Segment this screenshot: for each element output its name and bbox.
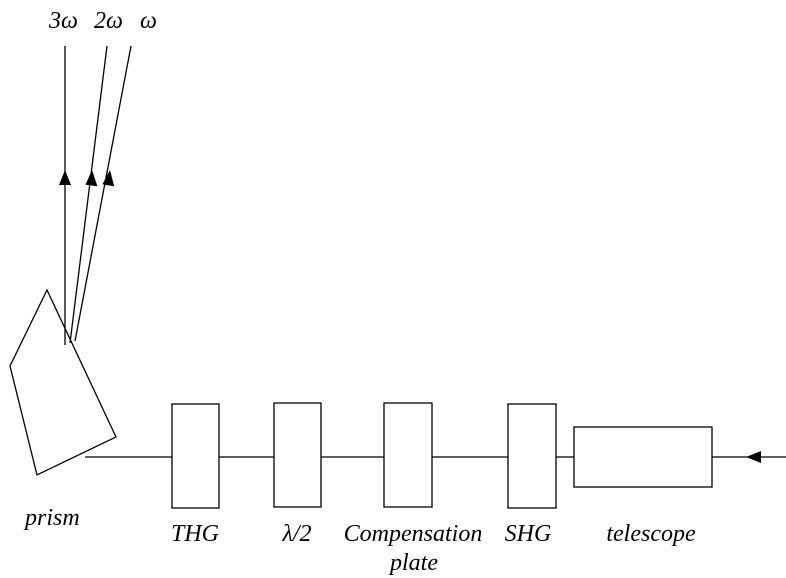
telescope-box [573,426,713,488]
label-prism: prism [25,505,80,531]
half-wave-plate [273,402,322,508]
arrow-input [746,451,761,463]
label-2w: 2ω [94,8,123,34]
label-shg: SHG [504,521,552,547]
thg-crystal [171,403,220,509]
label-half-wave: λ/2 [282,521,312,547]
label-w: ω [140,8,157,34]
label-telescope: telescope [606,521,696,547]
label-compensation-line1: Compensation [343,521,483,547]
arrow-2w [85,170,98,187]
beam-2w [69,45,108,344]
label-3w: 3ω [49,8,78,34]
beam-w [74,45,132,342]
prism-shape [9,288,117,476]
arrow-w [102,170,115,187]
shg-crystal [507,403,557,509]
arrow-3w [59,170,71,185]
label-thg: THG [170,521,220,547]
compensation-plate [383,402,433,508]
label-compensation-line2: plate [390,550,438,576]
